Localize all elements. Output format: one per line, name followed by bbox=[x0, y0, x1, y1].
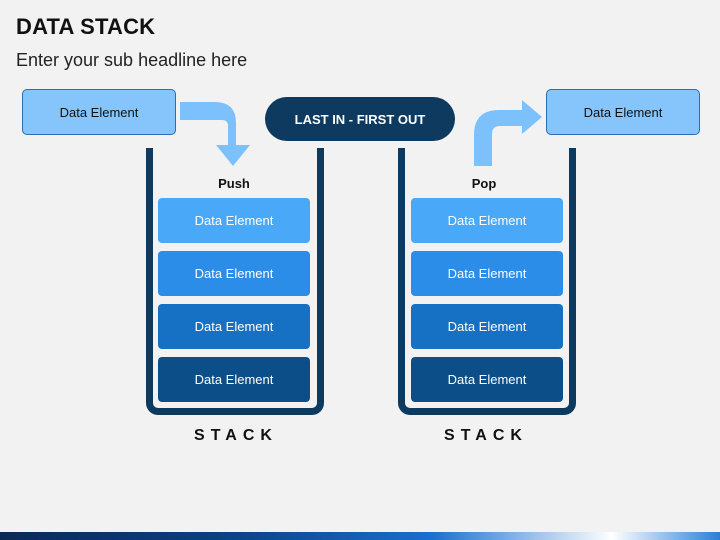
input-data-element: Data Element bbox=[22, 89, 176, 135]
right-stack-frame bbox=[398, 148, 576, 415]
right-stack-item-2: Data Element bbox=[411, 251, 563, 296]
page-subtitle: Enter your sub headline here bbox=[16, 50, 248, 70]
left-stack-operation: Push bbox=[218, 176, 250, 191]
output-data-element: Data Element bbox=[546, 89, 700, 135]
right-stack-item-4: Data Element bbox=[411, 357, 563, 402]
lifo-label-pill: LAST IN - FIRST OUT bbox=[265, 97, 455, 141]
pop-arrow-icon bbox=[474, 100, 542, 166]
push-arrow-icon bbox=[180, 102, 250, 166]
right-stack-label: STACK bbox=[444, 427, 528, 444]
right-stack-item-1: Data Element bbox=[411, 198, 563, 243]
left-stack-label: STACK bbox=[194, 427, 278, 444]
left-stack-item-1: Data Element bbox=[158, 198, 310, 243]
left-stack-item-4: Data Element bbox=[158, 357, 310, 402]
left-stack-frame bbox=[146, 148, 324, 415]
left-stack-item-3: Data Element bbox=[158, 304, 310, 349]
right-stack-item-3: Data Element bbox=[411, 304, 563, 349]
footer-gradient-bar bbox=[0, 532, 720, 540]
left-stack-item-2: Data Element bbox=[158, 251, 310, 296]
right-stack-operation: Pop bbox=[471, 176, 497, 191]
page-title: DATA STACK bbox=[16, 14, 156, 39]
